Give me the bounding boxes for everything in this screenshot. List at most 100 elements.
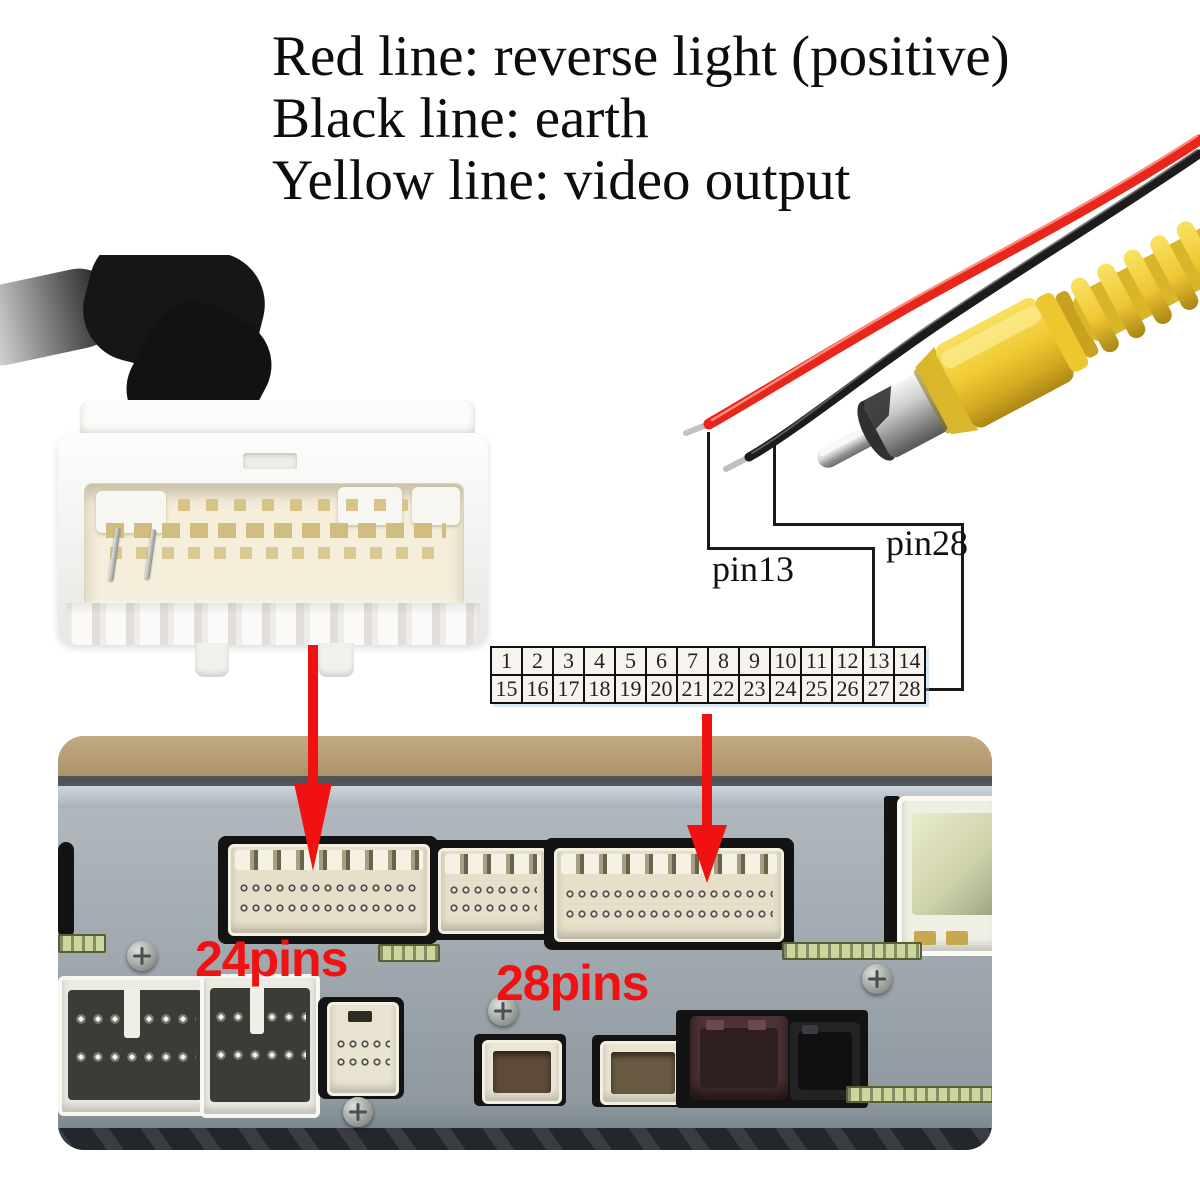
screw <box>127 941 157 971</box>
pin-cell: 3 <box>554 648 583 674</box>
brown-connector-tab <box>706 1020 724 1030</box>
red-wire <box>703 134 1200 430</box>
large-connector-shadow <box>884 796 900 946</box>
dual-connector-right <box>200 974 320 1118</box>
pcb-edge-strip <box>378 944 440 962</box>
plug-mount-tab <box>318 643 354 677</box>
black-wire-highlight <box>751 149 1198 454</box>
pin-cell: 23 <box>740 676 769 702</box>
dual-divider <box>124 988 140 1038</box>
pcb-edge-strip <box>782 942 922 960</box>
pin-cell: 1 <box>492 648 521 674</box>
socket-28pin <box>554 848 784 942</box>
pin-cell: 13 <box>864 648 893 674</box>
pin-cell: 12 <box>833 648 862 674</box>
small-pin-row <box>336 1057 390 1067</box>
plug-mount-tab <box>195 643 229 677</box>
legend-line-yellow: Yellow line: video output <box>272 149 851 212</box>
socket-pin-row <box>449 885 537 895</box>
legend-line-red: Red line: reverse light (positive) <box>272 25 1010 88</box>
screw <box>488 996 518 1026</box>
pin-cell: 5 <box>616 648 645 674</box>
arrow-28pin-shaft <box>702 714 712 827</box>
aux-connector-left <box>482 1040 562 1104</box>
rca-collar-ring <box>1036 293 1089 372</box>
callout-line-pin28-drop <box>773 445 776 523</box>
plastic-bag <box>58 1128 992 1150</box>
chassis-top-bevel <box>58 786 992 812</box>
callout-line-pin28-connector <box>925 688 961 691</box>
brown-connector <box>690 1016 788 1100</box>
dual-pin-row <box>74 1052 196 1062</box>
pin-cell: 17 <box>554 676 583 702</box>
brown-connector-cavity <box>700 1028 778 1088</box>
red-wire-highlight <box>710 134 1199 422</box>
label-pin28: pin28 <box>886 523 969 563</box>
large-connector-contact <box>946 931 968 945</box>
socket-edge-slot <box>58 842 74 938</box>
aux-connector-right <box>600 1041 686 1105</box>
pin-cell: 25 <box>802 676 831 702</box>
large-connector-cavity <box>912 813 992 915</box>
dual-divider <box>250 986 264 1034</box>
legend-line-black: Black line: earth <box>272 87 649 150</box>
rca-collar-ring2 <box>1055 291 1099 358</box>
label-24pins: 24pins <box>195 931 348 987</box>
screw <box>343 1097 373 1127</box>
plug-hole-row <box>96 547 446 559</box>
large-connector-contact <box>914 931 936 945</box>
socket-teeth <box>561 854 777 874</box>
pcb-edge-strip <box>58 934 106 953</box>
socket-mid <box>438 848 548 934</box>
pin-cell: 11 <box>802 648 831 674</box>
rca-hex-body <box>935 298 1074 428</box>
pin-cell: 28 <box>895 676 924 702</box>
plug-hole-row <box>162 499 408 511</box>
plug-top-lid <box>80 400 475 438</box>
black-connector-cavity <box>798 1032 852 1090</box>
black-wire <box>744 149 1200 462</box>
pin-cell: 9 <box>740 648 769 674</box>
pin-cell: 4 <box>585 648 614 674</box>
callout-line-pin28-elbow <box>773 523 964 691</box>
pin-cell: 15 <box>492 676 521 702</box>
socket-pin-row <box>239 903 419 913</box>
legend-text-block: Red line: reverse light (positive) Black… <box>272 26 1010 212</box>
socket-pin-row <box>565 889 773 899</box>
label-pin13: pin13 <box>712 549 795 589</box>
label-28pins: 28pins <box>496 955 649 1011</box>
socket-pin-row <box>565 909 773 919</box>
rca-strain-relief-ribs <box>1070 221 1200 353</box>
arrow-24pin-shaft <box>308 645 318 785</box>
pin-cell: 24 <box>771 676 800 702</box>
callout-line-pin13-drop <box>707 432 710 547</box>
socket-pin-row <box>449 903 537 913</box>
pin-cell: 8 <box>709 648 738 674</box>
black-connector-tab <box>802 1025 818 1034</box>
pin-cell: 22 <box>709 676 738 702</box>
pin-cell: 7 <box>678 648 707 674</box>
rca-body-highlight <box>941 306 1042 369</box>
rca-yellow-taper <box>915 347 979 435</box>
wood-background <box>58 736 992 782</box>
rca-strain-relief-core <box>1073 185 1200 342</box>
pin-cell: 26 <box>833 676 862 702</box>
plug-cavity-wall <box>412 487 460 525</box>
arrow-28pin-head <box>687 825 727 883</box>
pin-cell: 2 <box>523 648 552 674</box>
pin-cell: 21 <box>678 676 707 702</box>
pin-cell: 18 <box>585 676 614 702</box>
dual-connector-left <box>58 976 212 1116</box>
brown-connector-tab <box>748 1020 766 1030</box>
dual-pin-row <box>214 1050 306 1060</box>
photo-head-unit-rear <box>58 736 992 1150</box>
screw <box>862 964 892 994</box>
arrow-24pin-head <box>294 783 332 871</box>
socket-teeth <box>445 854 541 874</box>
plug-hole-row <box>96 523 446 538</box>
large-white-connector <box>897 796 992 956</box>
pin-cell: 6 <box>647 648 676 674</box>
pin-cell: 16 <box>523 676 552 702</box>
